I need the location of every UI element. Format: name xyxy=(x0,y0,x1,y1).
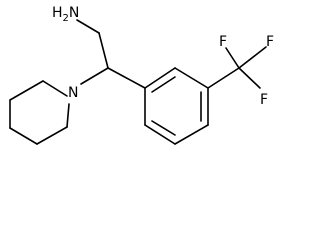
bond-nh2-ch2 xyxy=(76,19,100,34)
bond-ch-aryl xyxy=(107,67,146,89)
bond-c-f3 xyxy=(238,67,261,89)
fluorine-label-1: F xyxy=(219,34,227,50)
ring-nitrogen-label: N xyxy=(68,85,78,101)
benzene-ring xyxy=(144,67,209,145)
fluorine-label-2: F xyxy=(266,34,274,50)
chemical-structure: H2N N F F F xyxy=(9,5,274,145)
bond-c-f2 xyxy=(238,46,267,69)
bond-c-f1 xyxy=(225,47,240,69)
bond-aryl-cf3 xyxy=(207,67,240,89)
fluorine-label-3: F xyxy=(260,92,268,108)
amine-label: H2N xyxy=(52,5,79,24)
bond-ch-ring-n xyxy=(80,67,109,85)
bond-ch2-ch xyxy=(98,32,109,69)
piperidine-ring xyxy=(9,80,70,145)
